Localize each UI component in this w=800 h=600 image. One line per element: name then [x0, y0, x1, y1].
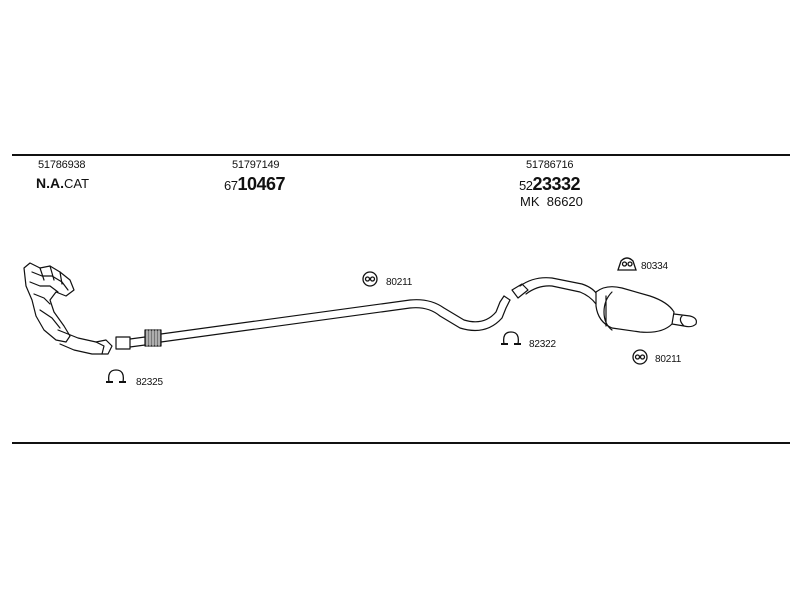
fitting-label: 82322: [529, 339, 556, 350]
bottom-divider: [12, 442, 790, 444]
rear-silencer-drawing: [511, 277, 697, 333]
kit-prefix: MK: [520, 194, 540, 209]
exhaust-manifold-drawing: [23, 262, 113, 355]
top-divider: [12, 154, 790, 156]
mounting-kit-label: MK 86620: [520, 195, 583, 208]
hanger-icon: [632, 349, 648, 365]
variant-suffix: CAT: [64, 176, 90, 191]
rear-silencer-code: 5223332: [519, 174, 581, 194]
code-prefix: 52: [519, 178, 533, 193]
code-main: 23332: [532, 174, 581, 194]
code-main: 10467: [237, 174, 286, 194]
part-number-front-pipe: 51797149: [232, 159, 280, 171]
part-number-rear-silencer: 51786716: [526, 159, 574, 171]
part-number-manifold: 51786938: [38, 159, 86, 171]
fitting-label: 80334: [641, 261, 668, 272]
fitting-label: 80211: [655, 354, 682, 365]
front-pipe-drawing: [115, 295, 511, 350]
manifold-variant-label: N.A.CAT: [36, 176, 89, 192]
hanger-icon: [362, 271, 378, 287]
clamp-icon: [501, 331, 521, 345]
mount-bracket-icon: [617, 257, 637, 271]
front-pipe-code: 6710467: [224, 174, 286, 194]
kit-number: 86620: [546, 194, 583, 209]
clamp-icon: [106, 369, 126, 383]
fitting-label: 80211: [386, 277, 413, 288]
variant-bold: N.A.: [36, 175, 64, 191]
fitting-label: 82325: [136, 377, 163, 388]
code-prefix: 67: [224, 178, 238, 193]
